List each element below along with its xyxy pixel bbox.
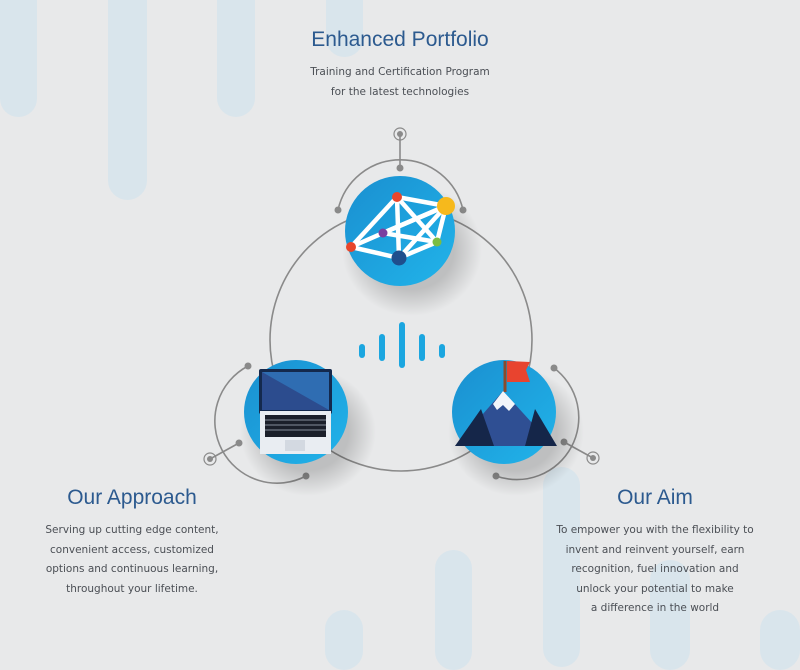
triad-diagram <box>203 127 600 496</box>
approach-line: options and continuous learning, <box>45 563 219 575</box>
aim-line: unlock your potential to make <box>576 582 734 595</box>
aim-title: Our Aim <box>617 486 693 509</box>
cisco-bars-logo <box>359 322 445 368</box>
aim-description: To empower you with the flexibility to i… <box>535 521 775 619</box>
mountain-flag-icon <box>452 360 557 464</box>
bg-stripe <box>0 0 37 117</box>
aim-line: recognition, fuel innovation and <box>571 563 739 575</box>
approach-line: convenient access, customized <box>50 543 214 556</box>
approach-line: throughout your lifetime. <box>66 582 198 595</box>
page-title: Enhanced Portfolio <box>311 28 489 51</box>
aim-line: a difference in the world <box>590 602 720 614</box>
bg-stripe <box>217 0 255 117</box>
bg-stripe <box>108 0 147 200</box>
approach-line: Serving up cutting edge content, <box>45 524 219 536</box>
page-subtitle: Training and Certification Program for t… <box>250 63 550 102</box>
approach-title: Our Approach <box>67 486 197 509</box>
aim-line: To empower you with the flexibility to <box>556 524 754 536</box>
laptop-icon <box>244 360 348 464</box>
approach-description: Serving up cutting edge content, conveni… <box>22 521 242 599</box>
bg-stripe <box>543 467 580 667</box>
bg-stripe <box>326 0 363 57</box>
aim-line: invent and reinvent yourself, earn <box>565 543 745 556</box>
subtitle-line: Training and Certification Program <box>310 66 490 78</box>
network-icon <box>345 176 455 286</box>
subtitle-line: for the latest technologies <box>330 85 470 98</box>
